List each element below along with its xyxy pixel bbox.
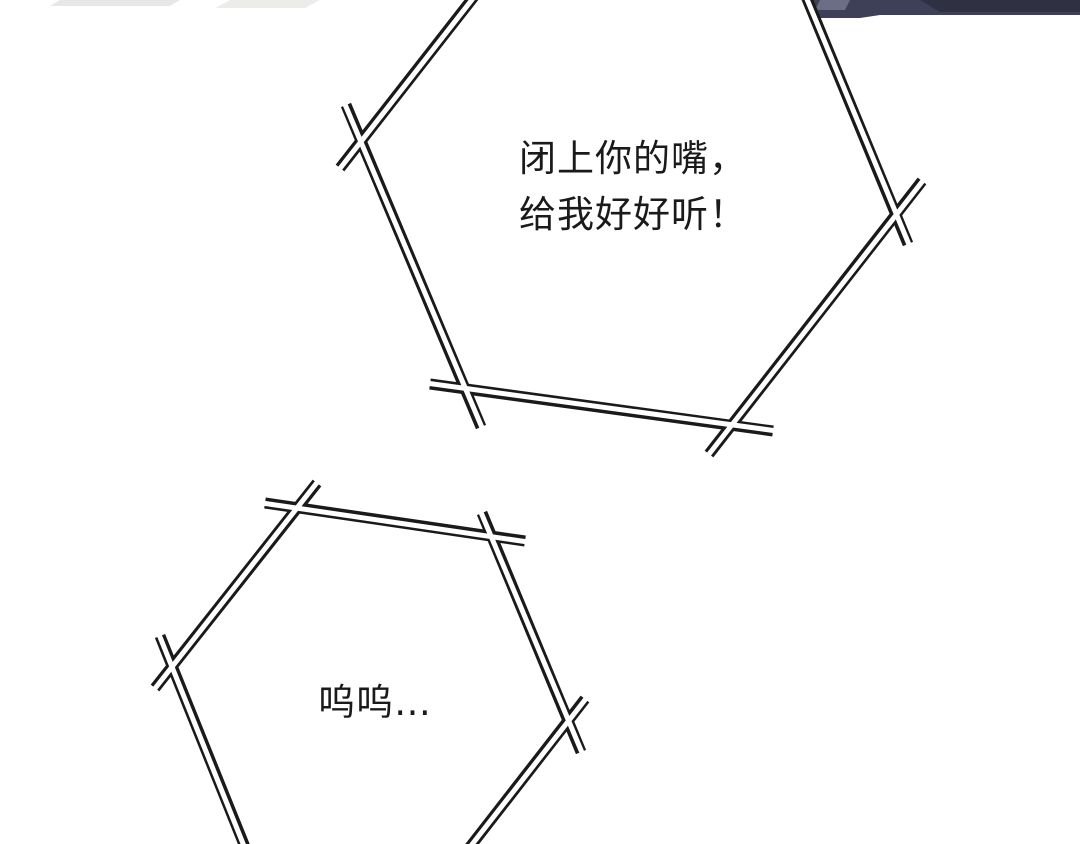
lower-balloon-fill	[165, 507, 571, 844]
lower-balloon	[150, 478, 590, 844]
upper-speech-text: 闭上你的嘴， 给我好好听！	[478, 140, 788, 233]
upper-speech-line-1: 闭上你的嘴，	[519, 137, 747, 180]
upper-balloon	[335, 0, 927, 460]
lower-speech-text: 呜呜…	[318, 681, 432, 724]
upper-speech-line-2: 给我好好听！	[519, 193, 747, 236]
upper-balloon-fill	[358, 0, 907, 440]
